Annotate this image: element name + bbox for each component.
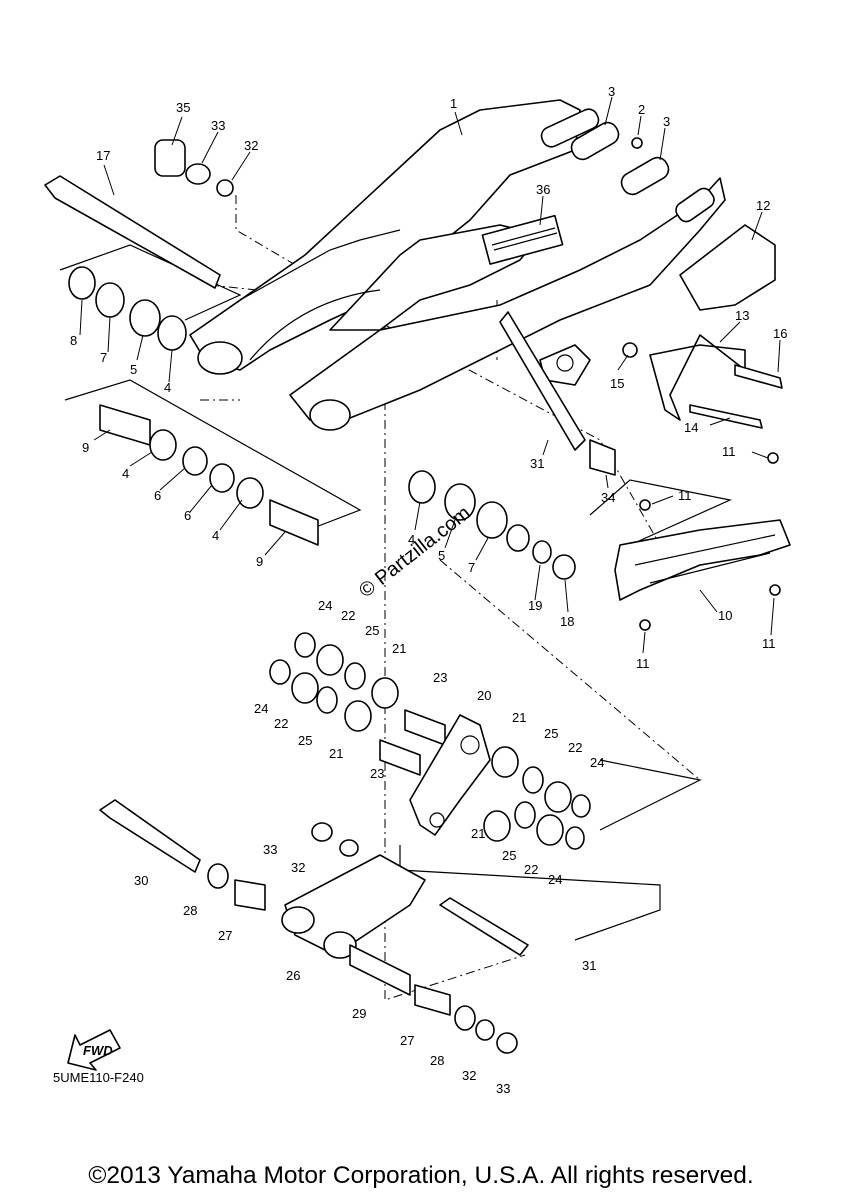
callout-25: 25 [502, 848, 516, 863]
callout-6: 6 [154, 488, 161, 503]
callout-11: 11 [678, 488, 692, 503]
callout-9: 9 [82, 440, 89, 455]
part-code: 5UME110-F240 [53, 1070, 144, 1085]
callout-27: 27 [218, 928, 232, 943]
callout-17: 17 [96, 148, 110, 163]
callout-27: 27 [400, 1033, 414, 1048]
callout-24: 24 [318, 598, 332, 613]
swingarm [189, 99, 726, 431]
callout-3: 3 [608, 84, 615, 99]
callout-14: 14 [684, 420, 698, 435]
copyright-footer: ©2013 Yamaha Motor Corporation, U.S.A. A… [88, 1162, 754, 1189]
callout-12: 12 [756, 198, 770, 213]
callout-32: 32 [291, 860, 305, 875]
callout-21: 21 [329, 746, 343, 761]
callout-2: 2 [638, 102, 645, 117]
callout-22: 22 [524, 862, 538, 877]
callout-11: 11 [722, 444, 736, 459]
callout-23: 23 [433, 670, 447, 685]
callout-25: 25 [298, 733, 312, 748]
callout-20: 20 [477, 688, 491, 703]
callout-24: 24 [590, 755, 604, 770]
callout-7: 7 [100, 350, 107, 365]
callout-7: 7 [468, 560, 475, 575]
callout-25: 25 [365, 623, 379, 638]
callout-21: 21 [512, 710, 526, 725]
callout-21: 21 [392, 641, 406, 656]
callout-18: 18 [560, 614, 574, 629]
callout-11: 11 [636, 656, 650, 671]
callout-28: 28 [183, 903, 197, 918]
fwd-arrow-icon: FWD [67, 1029, 121, 1071]
callout-4: 4 [164, 380, 171, 395]
callout-30: 30 [134, 873, 148, 888]
callout-11: 11 [762, 636, 776, 651]
callout-9: 9 [256, 554, 263, 569]
callout-28: 28 [430, 1053, 444, 1068]
leader-lines [79, 96, 781, 654]
callout-22: 22 [341, 608, 355, 623]
callout-21: 21 [471, 826, 485, 841]
callout-33: 33 [211, 118, 225, 133]
parts [44, 121, 791, 1054]
callout-5: 5 [130, 362, 137, 377]
callout-5: 5 [438, 548, 445, 563]
callout-24: 24 [254, 701, 268, 716]
callout-35: 35 [176, 100, 190, 115]
callout-33: 33 [496, 1081, 510, 1096]
fwd-label: FWD [83, 1043, 113, 1058]
callout-15: 15 [610, 376, 624, 391]
callout-23: 23 [370, 766, 384, 781]
callout-26: 26 [286, 968, 300, 983]
callout-4: 4 [212, 528, 219, 543]
callout-34: 34 [601, 490, 615, 505]
callout-4: 4 [408, 532, 415, 547]
callout-6: 6 [184, 508, 191, 523]
callout-32: 32 [244, 138, 258, 153]
callout-22: 22 [274, 716, 288, 731]
callout-36: 36 [536, 182, 550, 197]
callout-1: 1 [450, 96, 457, 111]
callout-31: 31 [530, 456, 544, 471]
callout-4: 4 [122, 466, 129, 481]
callout-24: 24 [548, 872, 562, 887]
callout-13: 13 [735, 308, 749, 323]
callout-10: 10 [718, 608, 732, 623]
callout-19: 19 [528, 598, 542, 613]
callout-29: 29 [352, 1006, 366, 1021]
callout-3: 3 [663, 114, 670, 129]
callout-22: 22 [568, 740, 582, 755]
callout-25: 25 [544, 726, 558, 741]
callout-31: 31 [582, 958, 596, 973]
callout-16: 16 [773, 326, 787, 341]
callout-32: 32 [462, 1068, 476, 1083]
callout-33: 33 [263, 842, 277, 857]
callout-8: 8 [70, 333, 77, 348]
